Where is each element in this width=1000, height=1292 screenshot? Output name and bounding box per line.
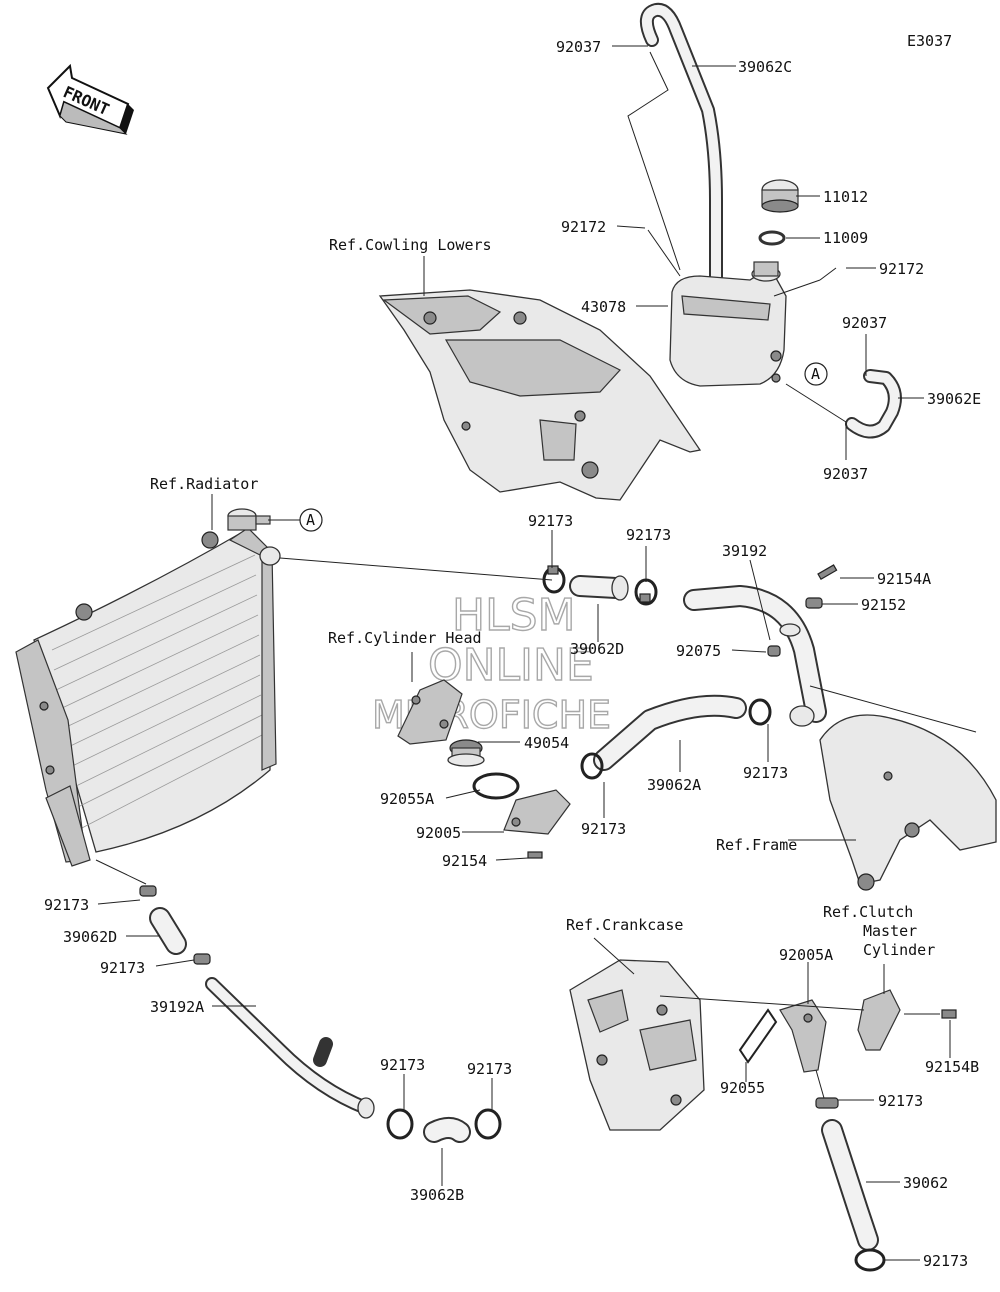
part-92173-j: 92173 <box>923 1252 968 1270</box>
hose-39062D-top <box>569 575 629 601</box>
reservoir-tank <box>669 261 787 387</box>
hose-clamp-92173-c <box>748 698 772 726</box>
part-49054: 49054 <box>524 734 569 752</box>
part-39062A: 39062A <box>647 776 701 794</box>
part-92173-h: 92173 <box>467 1060 512 1078</box>
part-92037-mid: 92037 <box>842 314 887 332</box>
ref-cowling-lowers: Ref.Cowling Lowers <box>329 236 492 254</box>
clutch-master-cylinder <box>857 989 901 1051</box>
hose-clamp-92173-h <box>474 1108 502 1140</box>
hose-39062A <box>593 694 747 771</box>
part-92173-a: 92173 <box>528 512 573 530</box>
ref-radiator: Ref.Radiator <box>150 475 258 493</box>
hose-clamp-92173-i <box>815 1097 839 1109</box>
frame <box>819 714 997 891</box>
part-92075: 92075 <box>676 642 721 660</box>
part-39062D-top: 39062D <box>570 640 624 658</box>
part-92005: 92005 <box>416 824 461 842</box>
part-92173-c: 92173 <box>581 820 626 838</box>
ref-cylinder-head: Ref.Cylinder Head <box>328 629 482 647</box>
part-39062D-left: 39062D <box>63 928 117 946</box>
part-43078: 43078 <box>581 298 626 316</box>
hose-clamp-92173-f <box>193 953 211 965</box>
hose-clamp-92173-g <box>386 1108 414 1140</box>
ref-clutch-line-1: Ref.Clutch <box>823 903 913 921</box>
pipe-stub <box>789 705 815 727</box>
callout-A-reservoir-letter: A <box>811 365 820 383</box>
pipe-39192 <box>683 585 827 723</box>
reservoir-hose-39062E <box>845 369 902 439</box>
part-92152: 92152 <box>861 596 906 614</box>
hose-39062 <box>821 1119 879 1251</box>
washer-92152 <box>805 597 823 609</box>
hose-clamp-92173-b <box>634 578 658 606</box>
gasket-92055 <box>738 1008 778 1064</box>
part-92172-right: 92172 <box>879 260 924 278</box>
part-39192: 39192 <box>722 542 767 560</box>
thermostat-49054 <box>447 739 485 767</box>
part-92172-left: 92172 <box>561 218 606 236</box>
bolt-92154B <box>941 1009 957 1019</box>
thermostat-housing <box>397 679 463 745</box>
part-39062C: 39062C <box>738 58 792 76</box>
part-92055: 92055 <box>720 1079 765 1097</box>
ref-clutch-line-3: Cylinder <box>863 941 935 959</box>
part-11009: 11009 <box>823 229 868 247</box>
watermark-line-1: HLSM <box>452 590 576 641</box>
part-92005A: 92005A <box>779 946 833 964</box>
water-pipe-92005A <box>779 999 827 1073</box>
part-11012: 11012 <box>823 188 868 206</box>
pipe-39192A <box>205 977 375 1119</box>
hose-clamp-92173-j <box>854 1248 886 1272</box>
part-92037-top: 92037 <box>556 38 601 56</box>
part-92055A: 92055A <box>380 790 434 808</box>
front-arrow-icon: FRONT <box>46 63 134 135</box>
callout-A-radiator-letter: A <box>306 511 315 529</box>
part-92037-low: 92037 <box>823 465 868 483</box>
o-ring-92055A <box>472 772 520 800</box>
part-92173-i: 92173 <box>878 1092 923 1110</box>
callout-A-radiator: A <box>299 508 323 532</box>
part-92173-b: 92173 <box>626 526 671 544</box>
callout-A-reservoir: A <box>804 362 828 386</box>
hose-clamp-92173-d <box>580 752 604 780</box>
overflow-hose-39062C <box>639 2 723 287</box>
watermark-line-2: ONLINE <box>428 640 594 691</box>
crankcase <box>569 959 705 1131</box>
part-92154A: 92154A <box>877 570 931 588</box>
diagram-code: E3037 <box>907 32 952 50</box>
hose-39062D-left <box>149 907 187 955</box>
part-39062B: 39062B <box>410 1186 464 1204</box>
bolt-92154 <box>527 851 543 859</box>
reservoir-cap <box>761 179 799 213</box>
ref-crankcase: Ref.Crankcase <box>566 916 683 934</box>
leader-lines <box>95 45 977 1261</box>
part-92173-e: 92173 <box>44 896 89 914</box>
cap-gasket <box>758 230 786 246</box>
ref-frame: Ref.Frame <box>716 836 797 854</box>
part-92154B: 92154B <box>925 1058 979 1076</box>
part-39192A: 39192A <box>150 998 204 1016</box>
cowling-lowers <box>378 289 702 501</box>
part-92173-f: 92173 <box>100 959 145 977</box>
thermostat-cover-92005 <box>503 789 571 835</box>
part-92173-g: 92173 <box>380 1056 425 1074</box>
hose-39062B <box>423 1117 471 1143</box>
hose-clamp-92173-a <box>542 565 566 594</box>
radiator <box>15 508 281 867</box>
part-92173-d: 92173 <box>743 764 788 782</box>
bolt-92154A <box>817 564 838 581</box>
ref-clutch-line-2: Master <box>863 922 917 940</box>
part-92154: 92154 <box>442 852 487 870</box>
part-39062E: 39062E <box>927 390 981 408</box>
part-39062: 39062 <box>903 1174 948 1192</box>
hose-clamp-92173-e <box>139 885 157 897</box>
